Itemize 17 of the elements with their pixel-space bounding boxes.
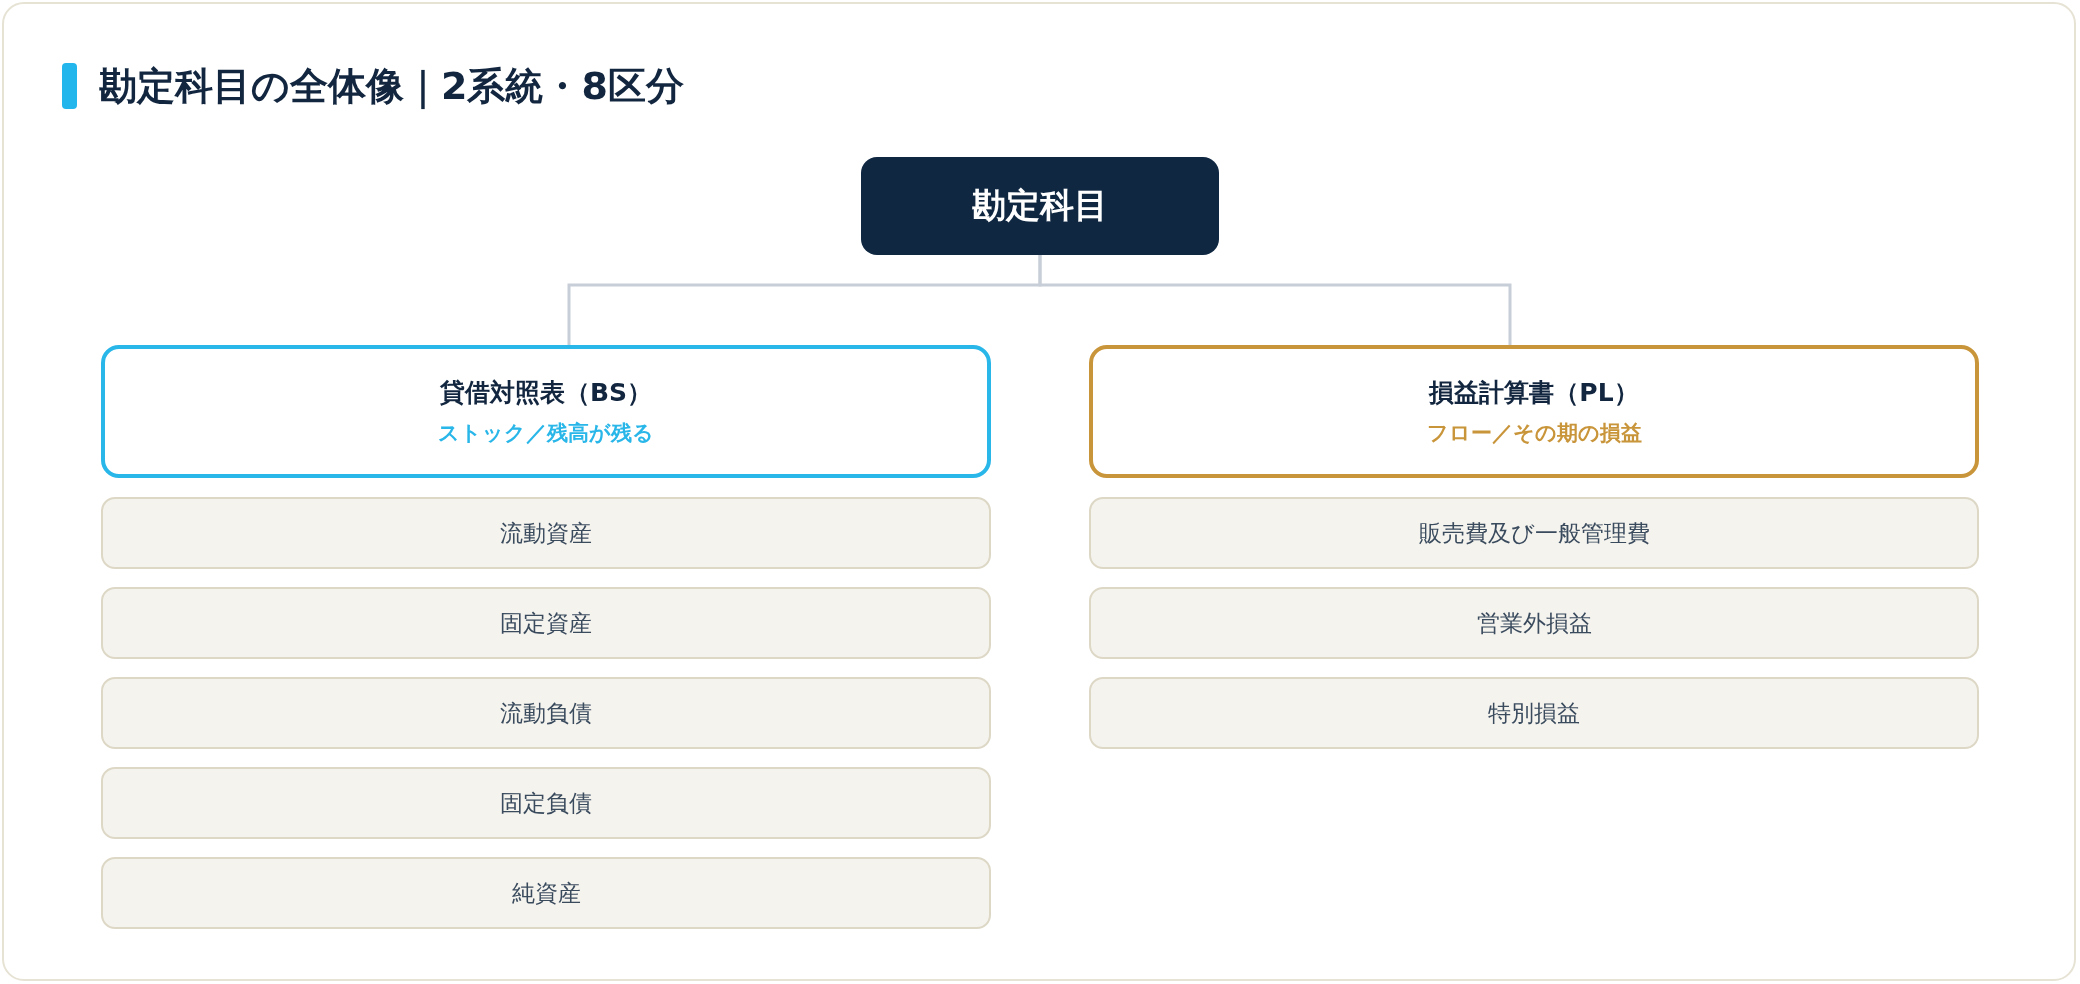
account-item: 販売費及び一般管理費 xyxy=(1089,497,1979,569)
account-item: 流動負債 xyxy=(101,677,991,749)
diagram-title: 勘定科目の全体像｜2系統・8区分 xyxy=(99,63,684,110)
account-item: 流動資産 xyxy=(101,497,991,569)
account-item: 特別損益 xyxy=(1089,677,1979,749)
account-item: 固定負債 xyxy=(101,767,991,839)
header-subtitle: ストック／残高が残る xyxy=(438,419,654,447)
account-item: 営業外損益 xyxy=(1089,587,1979,659)
category-header xyxy=(101,345,991,478)
header-subtitle: フロー／その期の損益 xyxy=(1426,419,1642,447)
account-item: 固定資産 xyxy=(101,587,991,659)
header-title: 損益計算書（PL） xyxy=(1429,376,1639,409)
category-header xyxy=(1089,345,1979,478)
connector-line xyxy=(1038,255,1512,345)
root-node: 勘定科目 xyxy=(861,157,1219,255)
header-title: 貸借対照表（BS） xyxy=(439,376,653,409)
account-item: 純資産 xyxy=(101,857,991,929)
